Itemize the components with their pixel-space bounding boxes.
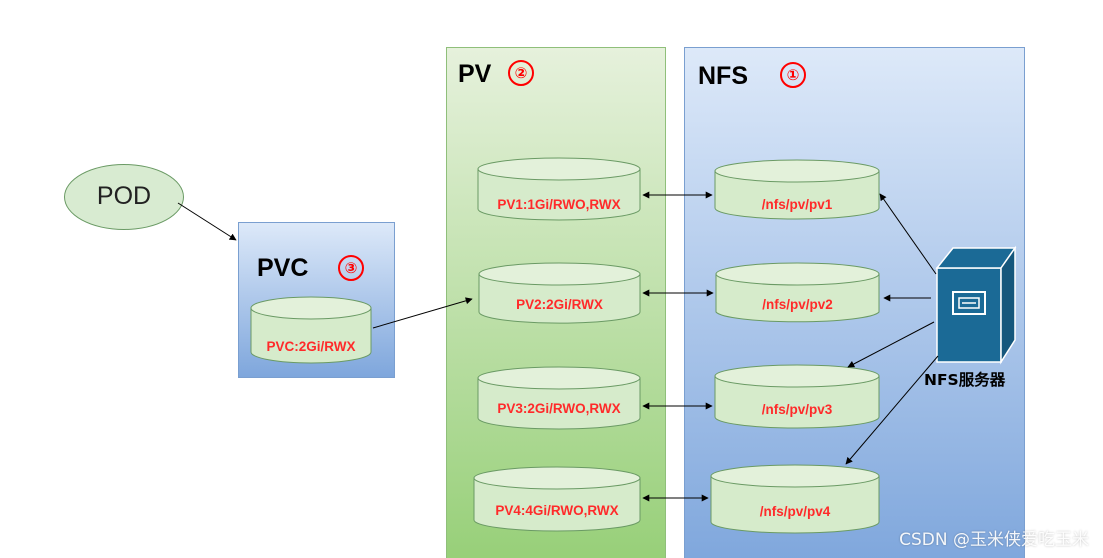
nfs-path4-label: /nfs/pv/pv4 bbox=[759, 504, 831, 519]
pvc-badge: ③ bbox=[338, 255, 364, 281]
pv1-label: PV1:1Gi/RWO,RWX bbox=[497, 197, 621, 212]
pod-node: POD bbox=[64, 164, 184, 230]
pv4-cylinder: PV4:4Gi/RWO,RWX bbox=[473, 466, 641, 532]
nfs-path3-cylinder: /nfs/pv/pv3 bbox=[714, 364, 880, 429]
nfs-path2-cylinder: /nfs/pv/pv2 bbox=[715, 262, 880, 324]
pvc-claim-cylinder: PVC:2Gi/RWX bbox=[250, 296, 372, 364]
nfs-badge: ① bbox=[780, 62, 806, 88]
pv1-cylinder: PV1:1Gi/RWO,RWX bbox=[477, 157, 641, 221]
pod-label: POD bbox=[96, 182, 152, 210]
nfs-server-icon bbox=[935, 244, 1017, 365]
watermark: CSDN @玉米侠爱吃玉米 bbox=[899, 530, 1089, 550]
pod-to-pvc-arrow bbox=[177, 202, 237, 241]
pv3-cylinder: PV3:2Gi/RWO,RWX bbox=[477, 366, 641, 430]
pvc-claim-label: PVC:2Gi/RWX bbox=[266, 339, 356, 354]
pv-title: PV bbox=[458, 60, 492, 88]
nfs-path2-label: /nfs/pv/pv2 bbox=[762, 297, 833, 312]
pv4-label: PV4:4Gi/RWO,RWX bbox=[495, 503, 619, 518]
nfs-path3-label: /nfs/pv/pv3 bbox=[761, 402, 833, 417]
nfs-path1-label: /nfs/pv/pv1 bbox=[761, 197, 833, 212]
pv2-label: PV2:2Gi/RWX bbox=[516, 297, 603, 312]
pv-badge: ② bbox=[508, 60, 534, 86]
pv2-cylinder: PV2:2Gi/RWX bbox=[478, 262, 641, 324]
nfs-path1-cylinder: /nfs/pv/pv1 bbox=[714, 159, 880, 220]
nfs-title: NFS bbox=[698, 62, 748, 90]
pv3-label: PV3:2Gi/RWO,RWX bbox=[497, 401, 621, 416]
nfs-path4-cylinder: /nfs/pv/pv4 bbox=[710, 464, 880, 534]
pvc-title: PVC bbox=[257, 254, 309, 282]
nfs-server-label: NFS服务器 bbox=[924, 371, 1006, 389]
